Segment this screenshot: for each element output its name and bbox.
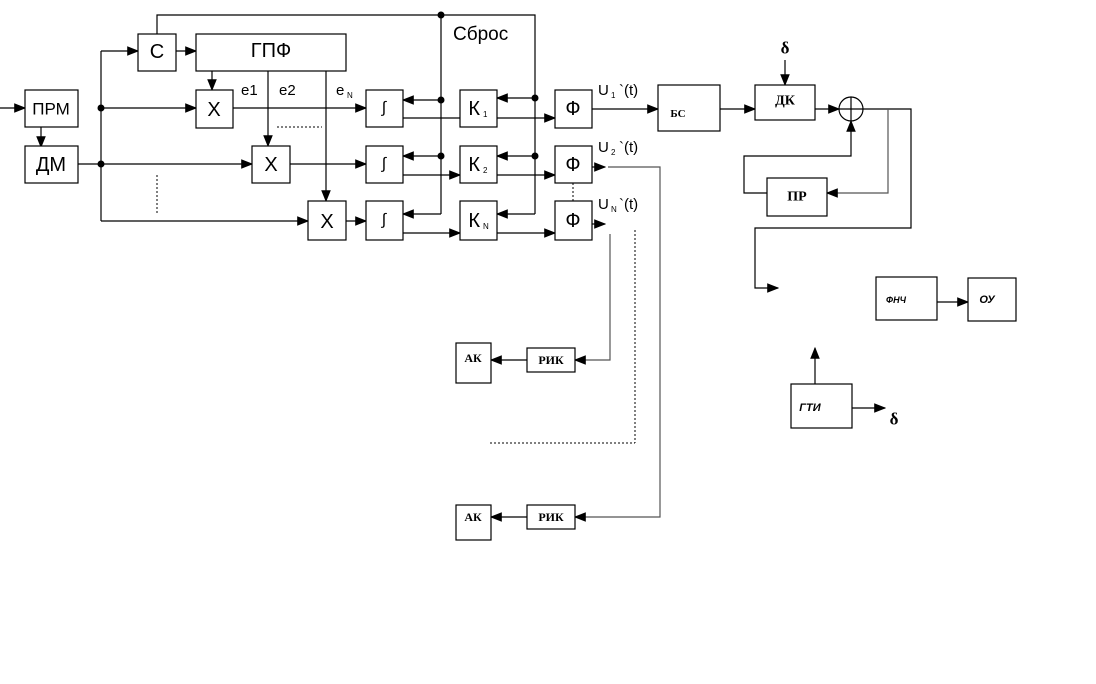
block-dm: ДМ: [24, 145, 79, 184]
svg-text:Х: Х: [264, 154, 277, 176]
svg-text:Ф: Ф: [565, 154, 580, 176]
svg-text:ПР: ПР: [787, 190, 807, 205]
svg-text:РИК: РИК: [538, 510, 564, 524]
svg-text:Ф: Ф: [565, 210, 580, 232]
delta-input-label: δ: [781, 39, 790, 58]
block-gpf: ГПФ: [195, 33, 347, 72]
block-rik-1: РИК: [526, 347, 576, 373]
multiplier-n: Х: [307, 200, 347, 241]
filter-1: Ф: [554, 89, 593, 129]
svg-text:К: К: [468, 98, 480, 120]
svg-text:`(t): `(t): [619, 196, 638, 213]
svg-text:К: К: [468, 210, 480, 232]
svg-text:U: U: [598, 82, 609, 99]
svg-text:∫: ∫: [381, 212, 388, 229]
svg-text:АК: АК: [464, 351, 482, 365]
svg-text:e: e: [336, 82, 344, 99]
block-ou: ОУ: [967, 277, 1017, 322]
svg-text:ФНЧ: ФНЧ: [886, 295, 907, 305]
svg-text:Ф: Ф: [565, 98, 580, 120]
svg-text:БС: БС: [670, 108, 685, 120]
block-c: С: [137, 33, 177, 72]
svg-text:РИК: РИК: [538, 353, 564, 367]
block-bs: БС: [657, 84, 721, 132]
block-ak-1: АК: [455, 342, 492, 384]
svg-text:∫: ∫: [381, 156, 388, 173]
reset-label: Сброс: [453, 24, 508, 45]
svg-text:U: U: [598, 196, 609, 213]
block-rik-2: РИК: [526, 504, 576, 530]
svg-text:U: U: [598, 139, 609, 156]
block-gti: ГТИ: [790, 383, 853, 429]
svg-text:N: N: [483, 222, 489, 231]
svg-text:`(t): `(t): [619, 82, 638, 99]
filter-n: Ф: [554, 200, 593, 241]
integrator-2: ∫: [365, 145, 404, 184]
wires: [0, 14, 970, 522]
svg-text:1: 1: [483, 110, 488, 119]
svg-text:2: 2: [611, 148, 616, 157]
integrator-1: ∫: [365, 89, 404, 128]
junction-dots: [97, 11, 539, 168]
svg-text:ГТИ: ГТИ: [799, 402, 821, 414]
svg-text:С: С: [150, 41, 164, 63]
label-e1: e1: [241, 82, 258, 99]
block-dk: ДК: [754, 84, 816, 121]
svg-text:ДМ: ДМ: [36, 154, 66, 176]
multiplier-2: Х: [251, 145, 291, 184]
svg-text:ОУ: ОУ: [979, 294, 996, 306]
svg-text:Х: Х: [207, 99, 220, 121]
block-fnch: ФНЧ: [875, 276, 938, 321]
svg-text:ДК: ДК: [775, 94, 796, 109]
label-e2: e2: [279, 82, 296, 99]
svg-text:N: N: [347, 91, 353, 100]
svg-text:Х: Х: [320, 211, 333, 233]
svg-text:К: К: [468, 154, 480, 176]
svg-text:ГПФ: ГПФ: [251, 40, 291, 62]
block-pr: ПР: [766, 177, 828, 217]
filter-2: Ф: [554, 145, 593, 184]
svg-text:`(t): `(t): [619, 139, 638, 156]
block-ak-2: АК: [455, 504, 492, 541]
svg-text:1: 1: [611, 91, 616, 100]
svg-text:2: 2: [483, 166, 488, 175]
svg-text:∫: ∫: [381, 100, 388, 117]
multiplier-1: Х: [195, 89, 234, 129]
delta-output-label: δ: [890, 410, 899, 429]
integrator-n: ∫: [365, 200, 404, 241]
svg-text:ПРМ: ПРМ: [32, 100, 70, 119]
block-prm: ПРМ: [24, 89, 79, 128]
svg-text:АК: АК: [464, 510, 482, 524]
summator: [838, 96, 864, 122]
svg-text:N: N: [611, 205, 617, 214]
